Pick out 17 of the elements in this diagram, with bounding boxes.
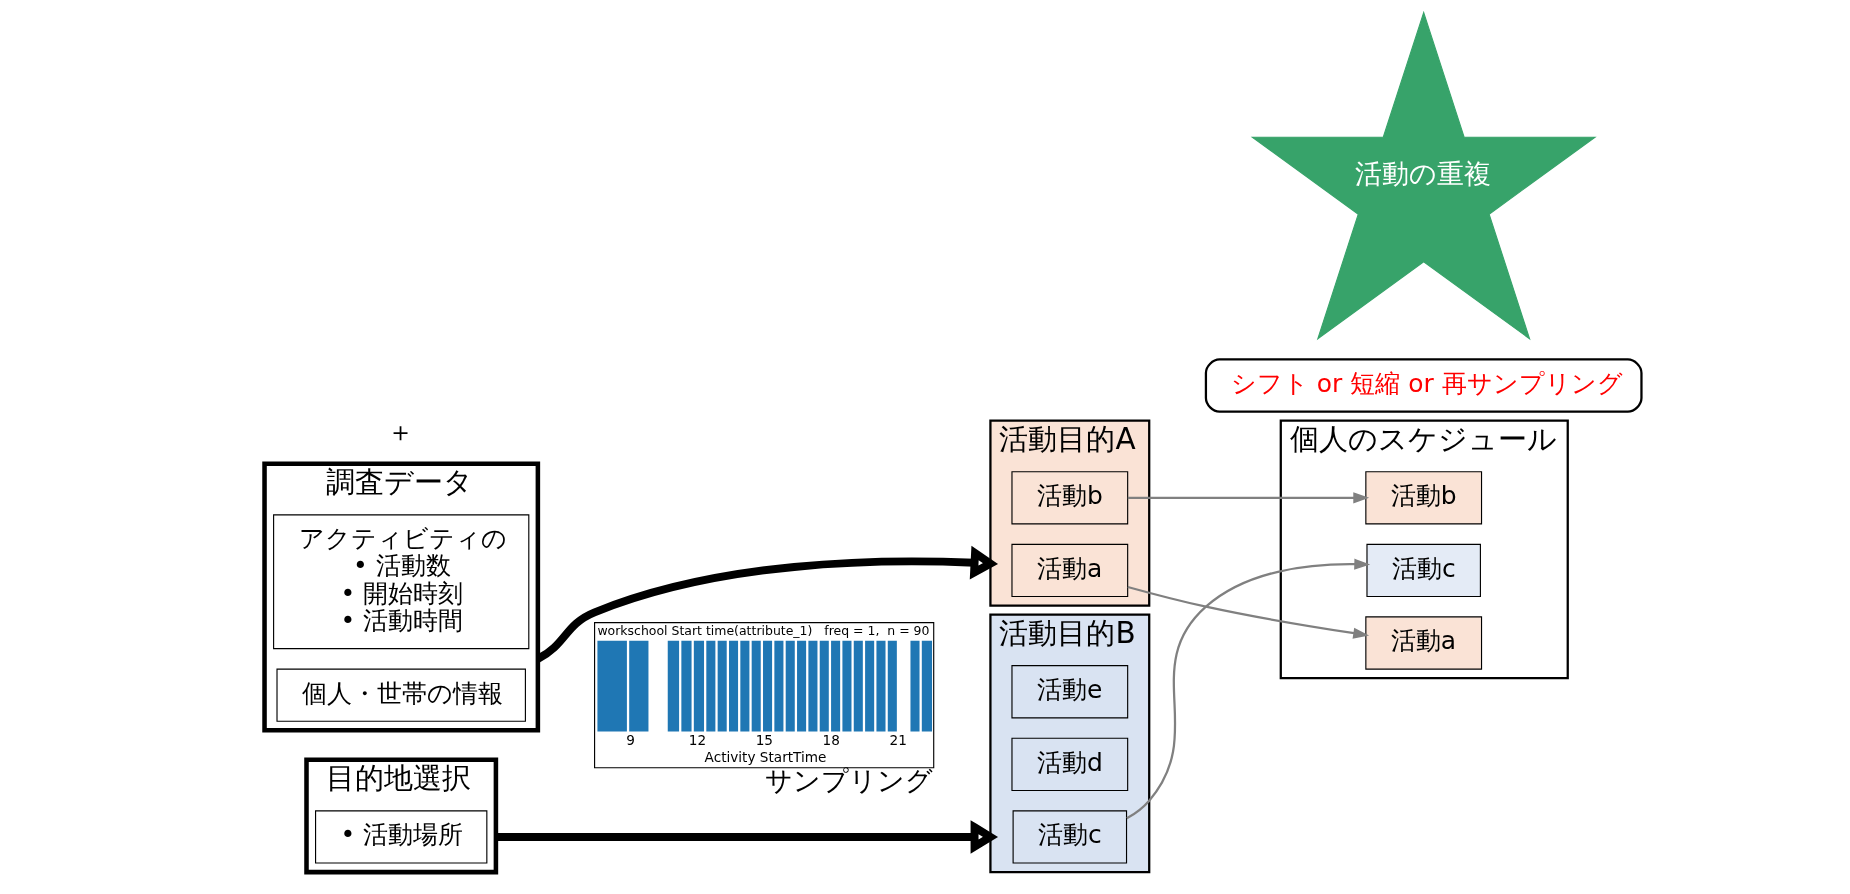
node-box: 活動e: [1011, 665, 1129, 719]
node-box: 活動b: [1365, 471, 1483, 525]
node-box: 活動d: [1011, 737, 1129, 791]
node-box: • 活動場所: [315, 810, 488, 864]
arrow: [1126, 558, 1371, 820]
node-box: 活動a: [1365, 616, 1483, 670]
node-box: 活動a: [1011, 543, 1129, 598]
arrow: [1127, 585, 1370, 639]
node-box: 活動c: [1012, 810, 1128, 864]
node-box: 活動b: [1011, 471, 1129, 525]
node-box: 活動c: [1366, 543, 1481, 598]
arrow: [1127, 492, 1370, 504]
node-box: 個人・世帯の情報: [276, 668, 526, 722]
arrow: [495, 820, 999, 854]
label: ＋: [387, 416, 415, 448]
node-box: アクティビティの • 活動数 • 開始時刻 • 活動時間: [273, 514, 530, 650]
node-box: シフト or 短縮 or 再サンプリング: [1204, 358, 1643, 413]
